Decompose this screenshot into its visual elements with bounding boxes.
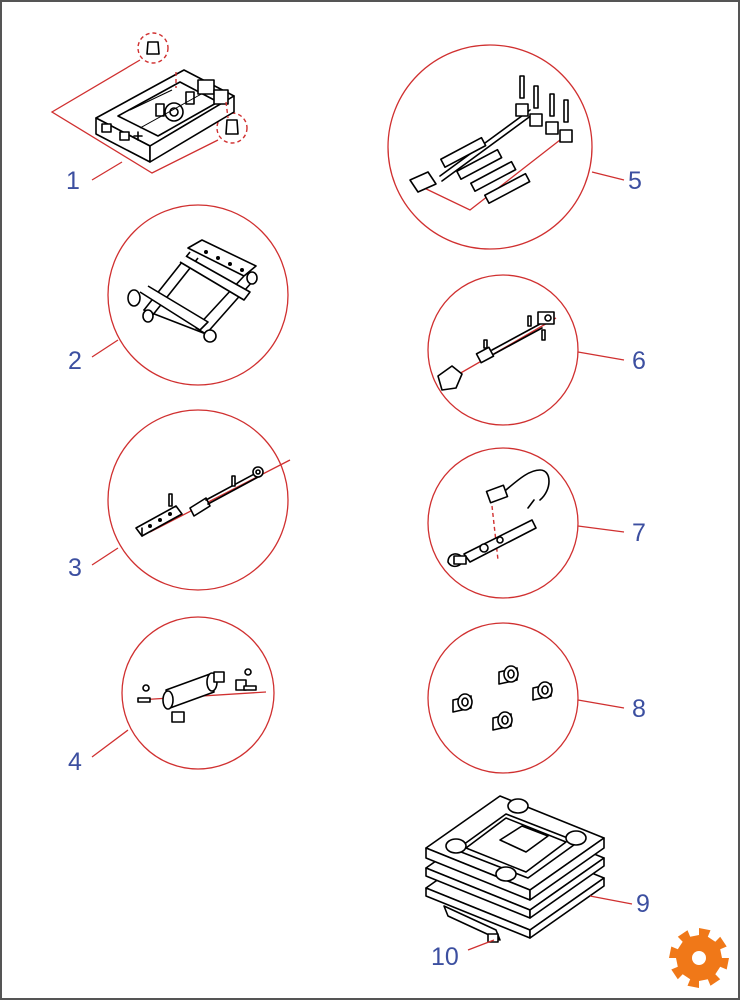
leader-1 (91, 161, 123, 181)
part-numbers: 1 2 3 4 5 6 7 8 9 10 (66, 167, 650, 971)
leader-lines (91, 161, 633, 951)
leader-8 (577, 699, 625, 709)
part-10-bellows-base (443, 905, 501, 943)
leader-5 (591, 171, 625, 181)
part-number-8: 8 (632, 695, 646, 723)
part-number-4: 4 (68, 748, 82, 776)
part-number-10: 10 (431, 943, 459, 971)
leader-3 (91, 547, 119, 566)
adjuster-rod-icon (135, 459, 291, 537)
part-number-7: 7 (632, 519, 646, 547)
part-7-lever-spring (427, 447, 579, 599)
callout-lines (50, 59, 219, 174)
part-6-circle (427, 274, 579, 426)
part-3-circle (107, 409, 289, 591)
leader-10 (467, 939, 495, 951)
leader-2 (91, 339, 119, 358)
part-number-1: 1 (66, 167, 80, 195)
part-2-circle (107, 204, 289, 386)
part-number-5: 5 (628, 167, 642, 195)
gear-logo-icon (669, 928, 729, 988)
part-6-knob-spindle (427, 274, 579, 426)
gear-logo-hole (692, 951, 706, 965)
leader-7 (577, 525, 625, 533)
part-8-circle (427, 622, 579, 774)
part-4-circle (121, 616, 275, 770)
part-5-circle (387, 44, 593, 250)
part-number-3: 3 (68, 554, 82, 582)
part-number-6: 6 (632, 347, 646, 375)
part-2-scissor-suspension (107, 204, 289, 386)
part-4-shock-absorber (121, 616, 275, 770)
part-3-adjuster-rod (107, 409, 291, 591)
shock-absorber-icon (137, 668, 267, 723)
scissor-suspension-icon (127, 239, 258, 343)
part-8-rubber-bushings (427, 622, 579, 774)
leader-6 (577, 351, 625, 361)
part-1-seat-base (50, 32, 248, 174)
leader-4 (91, 729, 129, 758)
leader-9 (589, 895, 633, 905)
part-9-bellows-cover (425, 795, 605, 939)
rubber-bushings-icon (452, 665, 553, 731)
seat-base-frame-icon (95, 41, 239, 163)
knob-spindle-icon (437, 311, 557, 391)
part-number-9: 9 (636, 890, 650, 918)
part-number-2: 2 (68, 347, 82, 375)
bellows-base-icon (443, 905, 501, 943)
part-7-circle (427, 447, 579, 599)
detail-callout-top (137, 32, 169, 64)
tension-springs-icon (409, 75, 573, 211)
bellows-cover-icon (425, 795, 605, 939)
lever-spring-icon (447, 469, 550, 568)
part-5-tension-springs (387, 44, 593, 250)
